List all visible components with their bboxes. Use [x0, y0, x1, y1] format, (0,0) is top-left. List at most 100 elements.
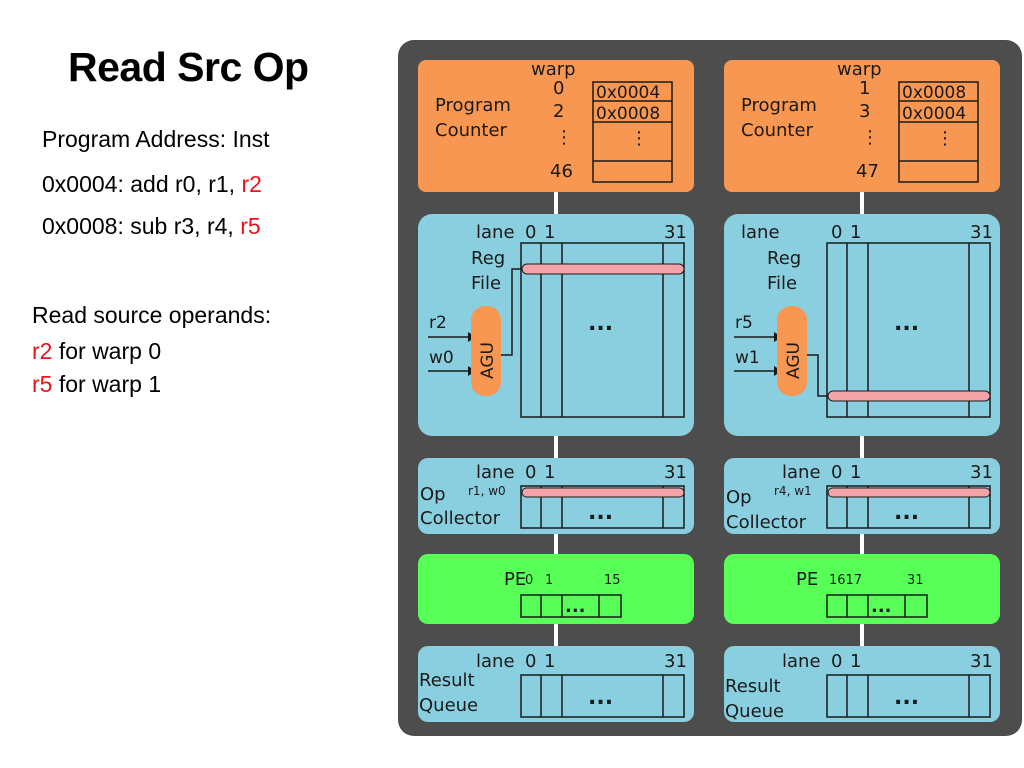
warp-ellipsis: ⋮: [555, 127, 573, 148]
result-queue-block: lane 0 1 31 Result Queue ...: [418, 646, 694, 722]
register-file-box: [724, 214, 1000, 436]
instruction-line-2: 0x0008: sub r3, r4, r5: [42, 213, 261, 240]
lane-1-label: 1: [850, 651, 861, 672]
warp-label: warp: [837, 59, 882, 80]
result-queue-box: [418, 646, 694, 722]
warp-id: 3: [859, 101, 870, 122]
lane-0-label: 0: [831, 462, 842, 483]
read-operands-line-1: r2 for warp 0: [32, 338, 161, 365]
pc-value: 0x0008: [596, 104, 660, 124]
program-counter-box: [418, 60, 694, 192]
warp-label: warp: [531, 59, 576, 80]
result-queue-label-2: Queue: [725, 701, 784, 722]
read-operands-header: Read source operands:: [32, 302, 272, 328]
lane-0-label: 0: [525, 462, 536, 483]
instruction-line-1: 0x0004: add r0, r1, r2: [42, 171, 262, 198]
lane-0-label: 0: [525, 651, 536, 672]
agu-to-row-wire: [807, 354, 828, 397]
lane-0-label: 0: [831, 651, 842, 672]
warp-0-column: warp Program Counter 0 2 ⋮ 46 0x0004 0x0…: [418, 59, 694, 722]
lane-label: lane: [476, 462, 515, 483]
op-collector-label-1: Op: [726, 487, 752, 508]
processing-element-block: PE 0 1 15 ...: [418, 554, 694, 624]
grid-ellipsis: ...: [894, 311, 919, 336]
collector-grid: [826, 485, 991, 529]
lane-0-label: 0: [831, 222, 842, 243]
read-operands-1-reg: r2: [32, 338, 53, 364]
pe-grid: [520, 594, 622, 618]
grid-ellipsis: ...: [894, 685, 919, 710]
lane-1-label: 1: [544, 651, 555, 672]
grid-ellipsis: ...: [588, 500, 613, 525]
program-counter-label-2: Counter: [741, 120, 814, 141]
lane-31-label: 31: [664, 651, 687, 672]
result-queue-box: [724, 646, 1000, 722]
instruction-2-text: 0x0008: sub r3, r4,: [42, 213, 241, 239]
warp-id: 46: [550, 161, 573, 182]
op-collector-label-2: Collector: [726, 512, 807, 533]
program-counter-label-1: Program: [435, 95, 511, 116]
pe-lane-label: 1: [545, 573, 553, 588]
lane-0-label: 0: [525, 222, 536, 243]
read-operands-line-2: r5 for warp 1: [32, 371, 161, 398]
collected-operand-row: [521, 487, 685, 498]
register-file-box: [418, 214, 694, 436]
lane-31-label: 31: [970, 651, 993, 672]
lane-31-label: 31: [970, 462, 993, 483]
lane-label: lane: [782, 462, 821, 483]
result-queue-label-1: Result: [419, 670, 475, 691]
register-input-label: r2: [429, 313, 447, 333]
lane-31-label: 31: [970, 222, 993, 243]
program-address-header: Program Address: Inst: [42, 126, 270, 152]
register-input-label: r5: [735, 313, 753, 333]
operand-collector-block: lane 0 1 31 r4, w1 Op Collector ...: [724, 458, 1000, 534]
lane-31-label: 31: [664, 222, 687, 243]
lane-label: lane: [782, 651, 821, 672]
register-file-block: lane 0 1 31 Reg File ... r2 w0 AGU: [418, 214, 694, 436]
result-queue-block: lane 0 1 31 Result Queue ...: [724, 646, 1000, 722]
pc-table: [898, 81, 979, 183]
lane-label: lane: [741, 222, 780, 243]
op-collector-label-2: Collector: [420, 508, 501, 529]
collected-operand-row: [827, 487, 991, 498]
grid-ellipsis: ...: [588, 311, 613, 336]
pc-table: [592, 81, 673, 183]
warp-id: 0: [553, 78, 564, 99]
agu-to-row-wire: [501, 268, 522, 356]
pe-label: PE: [796, 569, 818, 590]
warp-input-label: w1: [735, 348, 760, 368]
lane-1-label: 1: [850, 462, 861, 483]
pc-ellipsis: ⋮: [936, 128, 954, 149]
op-collector-label-1: Op: [420, 484, 446, 505]
pc-value: 0x0004: [902, 104, 966, 124]
instruction-1-highlight: r2: [241, 171, 262, 197]
grid-ellipsis: ...: [894, 500, 919, 525]
register-file-block: lane 0 1 31 Reg File ... r5 w1 AGU: [724, 214, 1000, 436]
read-operands-1-text: for warp 0: [52, 338, 162, 364]
program-counter-block: warp Program Counter 1 3 ⋮ 47 0x0008 0x0…: [724, 59, 1000, 192]
agu-label: AGU: [478, 342, 498, 379]
lane-1-label: 1: [544, 462, 555, 483]
lane-1-label: 1: [544, 222, 555, 243]
warp-id: 1: [859, 78, 870, 99]
slide-title: Read Src Op: [68, 44, 309, 90]
warp-1-column: warp Program Counter 1 3 ⋮ 47 0x0008 0x0…: [724, 59, 1000, 722]
queue-grid: [826, 674, 991, 718]
agu-unit: [471, 306, 501, 396]
pe-lane-label: 31: [907, 573, 924, 588]
lane-label: lane: [476, 222, 515, 243]
pe-label: PE: [504, 569, 526, 590]
pe-lane-label: 0: [525, 573, 533, 588]
selected-register-row: [521, 263, 685, 275]
pe-lane-label: 1617: [829, 573, 862, 588]
warp-id: 2: [553, 101, 564, 122]
lane-31-label: 31: [664, 462, 687, 483]
reg-file-label-1: Reg: [471, 248, 505, 269]
pipeline-diagram: warp Program Counter 0 2 ⋮ 46 0x0004 0x0…: [398, 40, 1022, 736]
selected-register-row: [827, 390, 991, 402]
pc-ellipsis: ⋮: [630, 128, 648, 149]
read-operands-2-reg: r5: [32, 371, 53, 397]
pc-value: 0x0008: [902, 83, 966, 103]
lane-1-label: 1: [850, 222, 861, 243]
grid-ellipsis: ...: [588, 685, 613, 710]
